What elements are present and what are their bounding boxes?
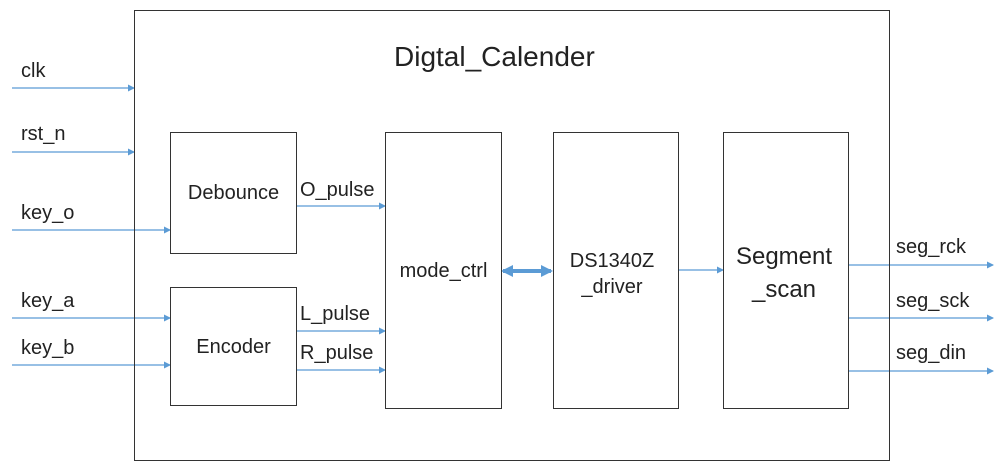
- l-pulse-label: L_pulse: [300, 303, 371, 325]
- debounce-block: Debounce: [170, 132, 297, 254]
- mode-ctrl-label: mode_ctrl: [399, 259, 488, 282]
- output-seg-din-label: seg_din: [896, 342, 967, 364]
- r-pulse-label: R_pulse: [300, 342, 374, 364]
- input-key-o-label: key_o: [21, 202, 75, 224]
- module-title: Digtal_Calender: [394, 41, 595, 72]
- input-key-a-label: key_a: [21, 290, 75, 312]
- ds1340z-driver-block: DS1340Z _driver: [553, 132, 679, 409]
- mode-ctrl-block: mode_ctrl: [385, 132, 502, 409]
- debounce-label: Debounce: [187, 182, 280, 204]
- outer-module-frame: [134, 10, 890, 461]
- encoder-block: Encoder: [170, 287, 297, 406]
- input-clk-label: clk: [21, 60, 46, 82]
- output-seg-sck-label: seg_sck: [896, 290, 970, 312]
- segment-scan-block: Segment _scan: [723, 132, 849, 409]
- o-pulse-label: O_pulse: [300, 179, 375, 201]
- input-rst-n-label: rst_n: [21, 123, 66, 145]
- output-seg-rck-label: seg_rck: [896, 236, 967, 258]
- input-key-b-label: key_b: [21, 337, 75, 359]
- ds1340z-driver-label: DS1340Z _driver: [569, 249, 655, 298]
- segment-scan-label: Segment _scan: [735, 243, 833, 303]
- encoder-label: Encoder: [196, 335, 271, 358]
